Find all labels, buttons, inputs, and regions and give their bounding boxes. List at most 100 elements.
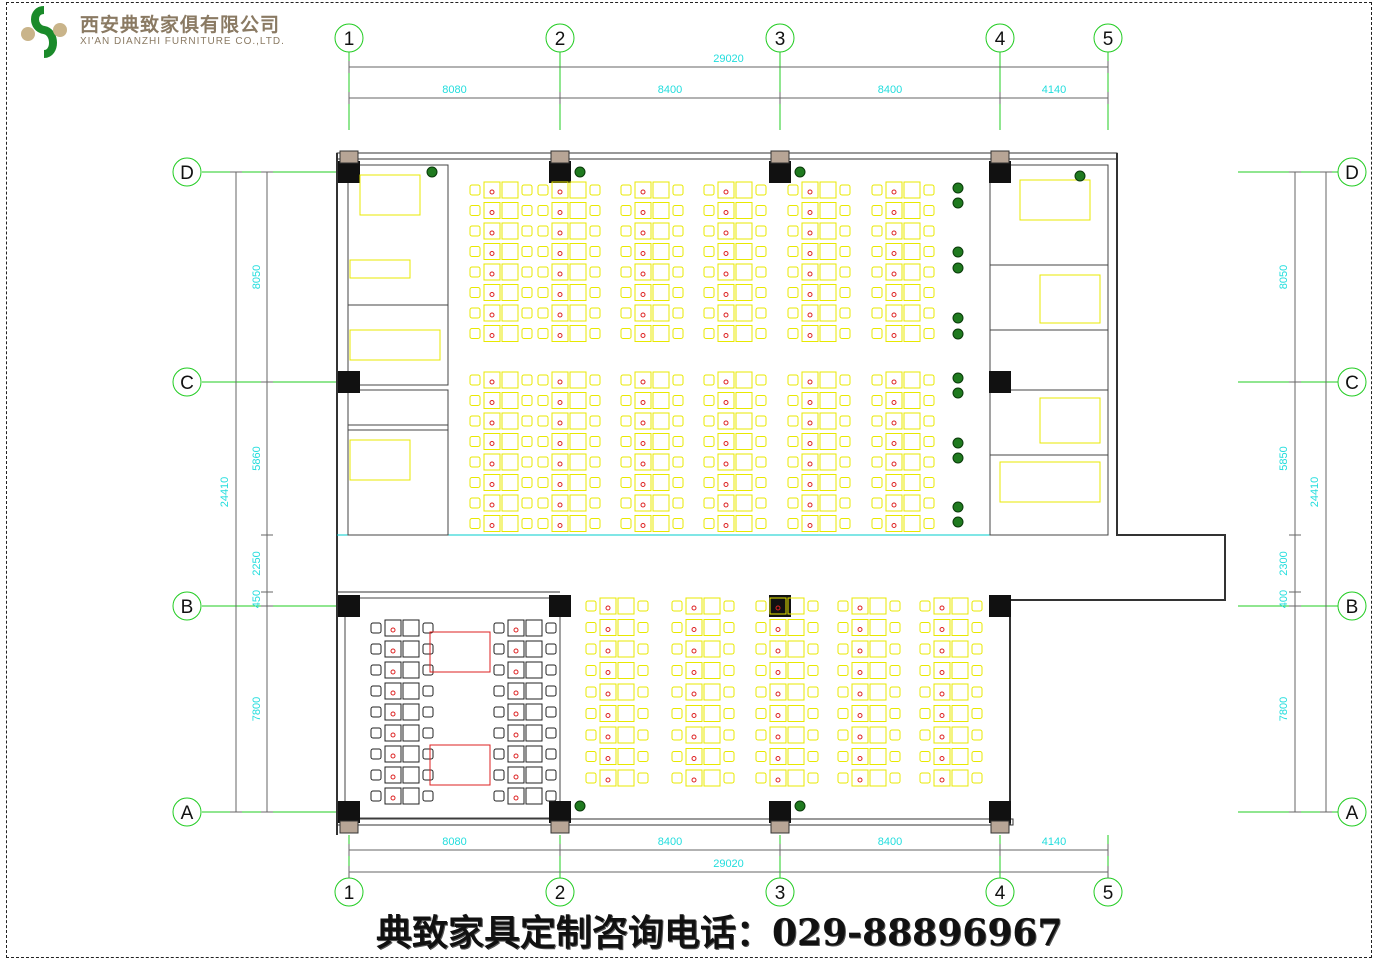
desk [787, 640, 805, 658]
chair [493, 706, 505, 718]
desk [569, 453, 587, 471]
chair [620, 266, 632, 278]
desk [703, 640, 721, 658]
desk [652, 474, 670, 491]
chair [889, 643, 901, 655]
desk-phone-icon [557, 312, 563, 318]
desk [501, 181, 519, 199]
axis-bubble [765, 23, 795, 53]
office-room [347, 389, 449, 431]
right-span-dim-label: 2300 [1278, 551, 1290, 575]
chair [672, 518, 684, 529]
chair [545, 706, 557, 718]
desk-phone-icon [605, 648, 611, 654]
chair [839, 395, 851, 406]
desk-phone-icon [723, 333, 729, 338]
chair [620, 246, 632, 257]
desk-phone-icon [691, 756, 697, 761]
desk [483, 453, 501, 471]
desk [735, 453, 753, 471]
desk [551, 222, 569, 240]
chair [589, 246, 601, 257]
desk-phone-icon [891, 333, 897, 338]
chair [620, 205, 632, 216]
logo-emblem-icon [21, 6, 67, 58]
desk-phone-icon [489, 441, 495, 446]
left-span-dim-label: 8050 [251, 265, 263, 289]
chair [837, 622, 849, 633]
plant-icon [952, 312, 964, 324]
desk [903, 304, 921, 322]
chair [755, 686, 767, 698]
chair [787, 205, 799, 216]
chair [755, 184, 767, 196]
desk [735, 371, 753, 389]
desk [402, 661, 420, 679]
chair [839, 374, 851, 386]
chair [521, 184, 533, 196]
chair [671, 600, 683, 612]
desk [551, 181, 569, 199]
desk-phone-icon [605, 605, 611, 611]
structural-column [338, 595, 360, 617]
desk [869, 640, 887, 658]
desk [787, 769, 805, 787]
desk-phone-icon [605, 777, 611, 783]
chair [837, 643, 849, 655]
chair [839, 328, 851, 339]
furniture [349, 166, 1101, 812]
manager-desk [1019, 179, 1091, 221]
chair [723, 600, 735, 612]
chair [871, 477, 883, 488]
desk [685, 748, 703, 765]
chair [469, 225, 481, 237]
chair [672, 374, 684, 386]
chair [370, 790, 382, 802]
desk [869, 705, 887, 722]
plant-icon [952, 262, 964, 274]
chair [755, 415, 767, 427]
desk [569, 222, 587, 240]
desk [569, 392, 587, 409]
chair [839, 225, 851, 237]
desk [652, 304, 670, 322]
desk [717, 515, 735, 532]
plant-icon [1074, 170, 1086, 182]
chair [469, 415, 481, 427]
left-span-dim-label: 2250 [251, 551, 263, 575]
chair [755, 497, 767, 509]
desk-phone-icon [489, 189, 495, 195]
desk [384, 682, 402, 700]
desk [801, 222, 819, 240]
desk [703, 597, 721, 615]
desk [483, 371, 501, 389]
desk [634, 474, 652, 491]
plant-icon [952, 372, 964, 384]
chair [637, 751, 649, 762]
desk-phone-icon [489, 502, 495, 508]
desk-phone-icon [513, 774, 519, 780]
desk [933, 619, 951, 636]
desk [903, 392, 921, 409]
chair [755, 622, 767, 633]
row-axis-label: B [1346, 597, 1359, 618]
desk [652, 181, 670, 199]
desk [703, 769, 721, 787]
desk-phone-icon [939, 691, 945, 697]
desk [769, 705, 787, 722]
chair [703, 266, 715, 278]
chair [923, 497, 935, 509]
desk-phone-icon [691, 734, 697, 740]
desk [551, 453, 569, 471]
desk [599, 640, 617, 658]
desk-phone-icon [723, 420, 729, 426]
chair [755, 751, 767, 762]
desk [551, 243, 569, 260]
desk [869, 748, 887, 765]
desk [951, 726, 969, 744]
meeting-table [1039, 397, 1101, 444]
desk [903, 371, 921, 389]
chair [521, 246, 533, 257]
chair [469, 518, 481, 529]
chair [755, 246, 767, 257]
